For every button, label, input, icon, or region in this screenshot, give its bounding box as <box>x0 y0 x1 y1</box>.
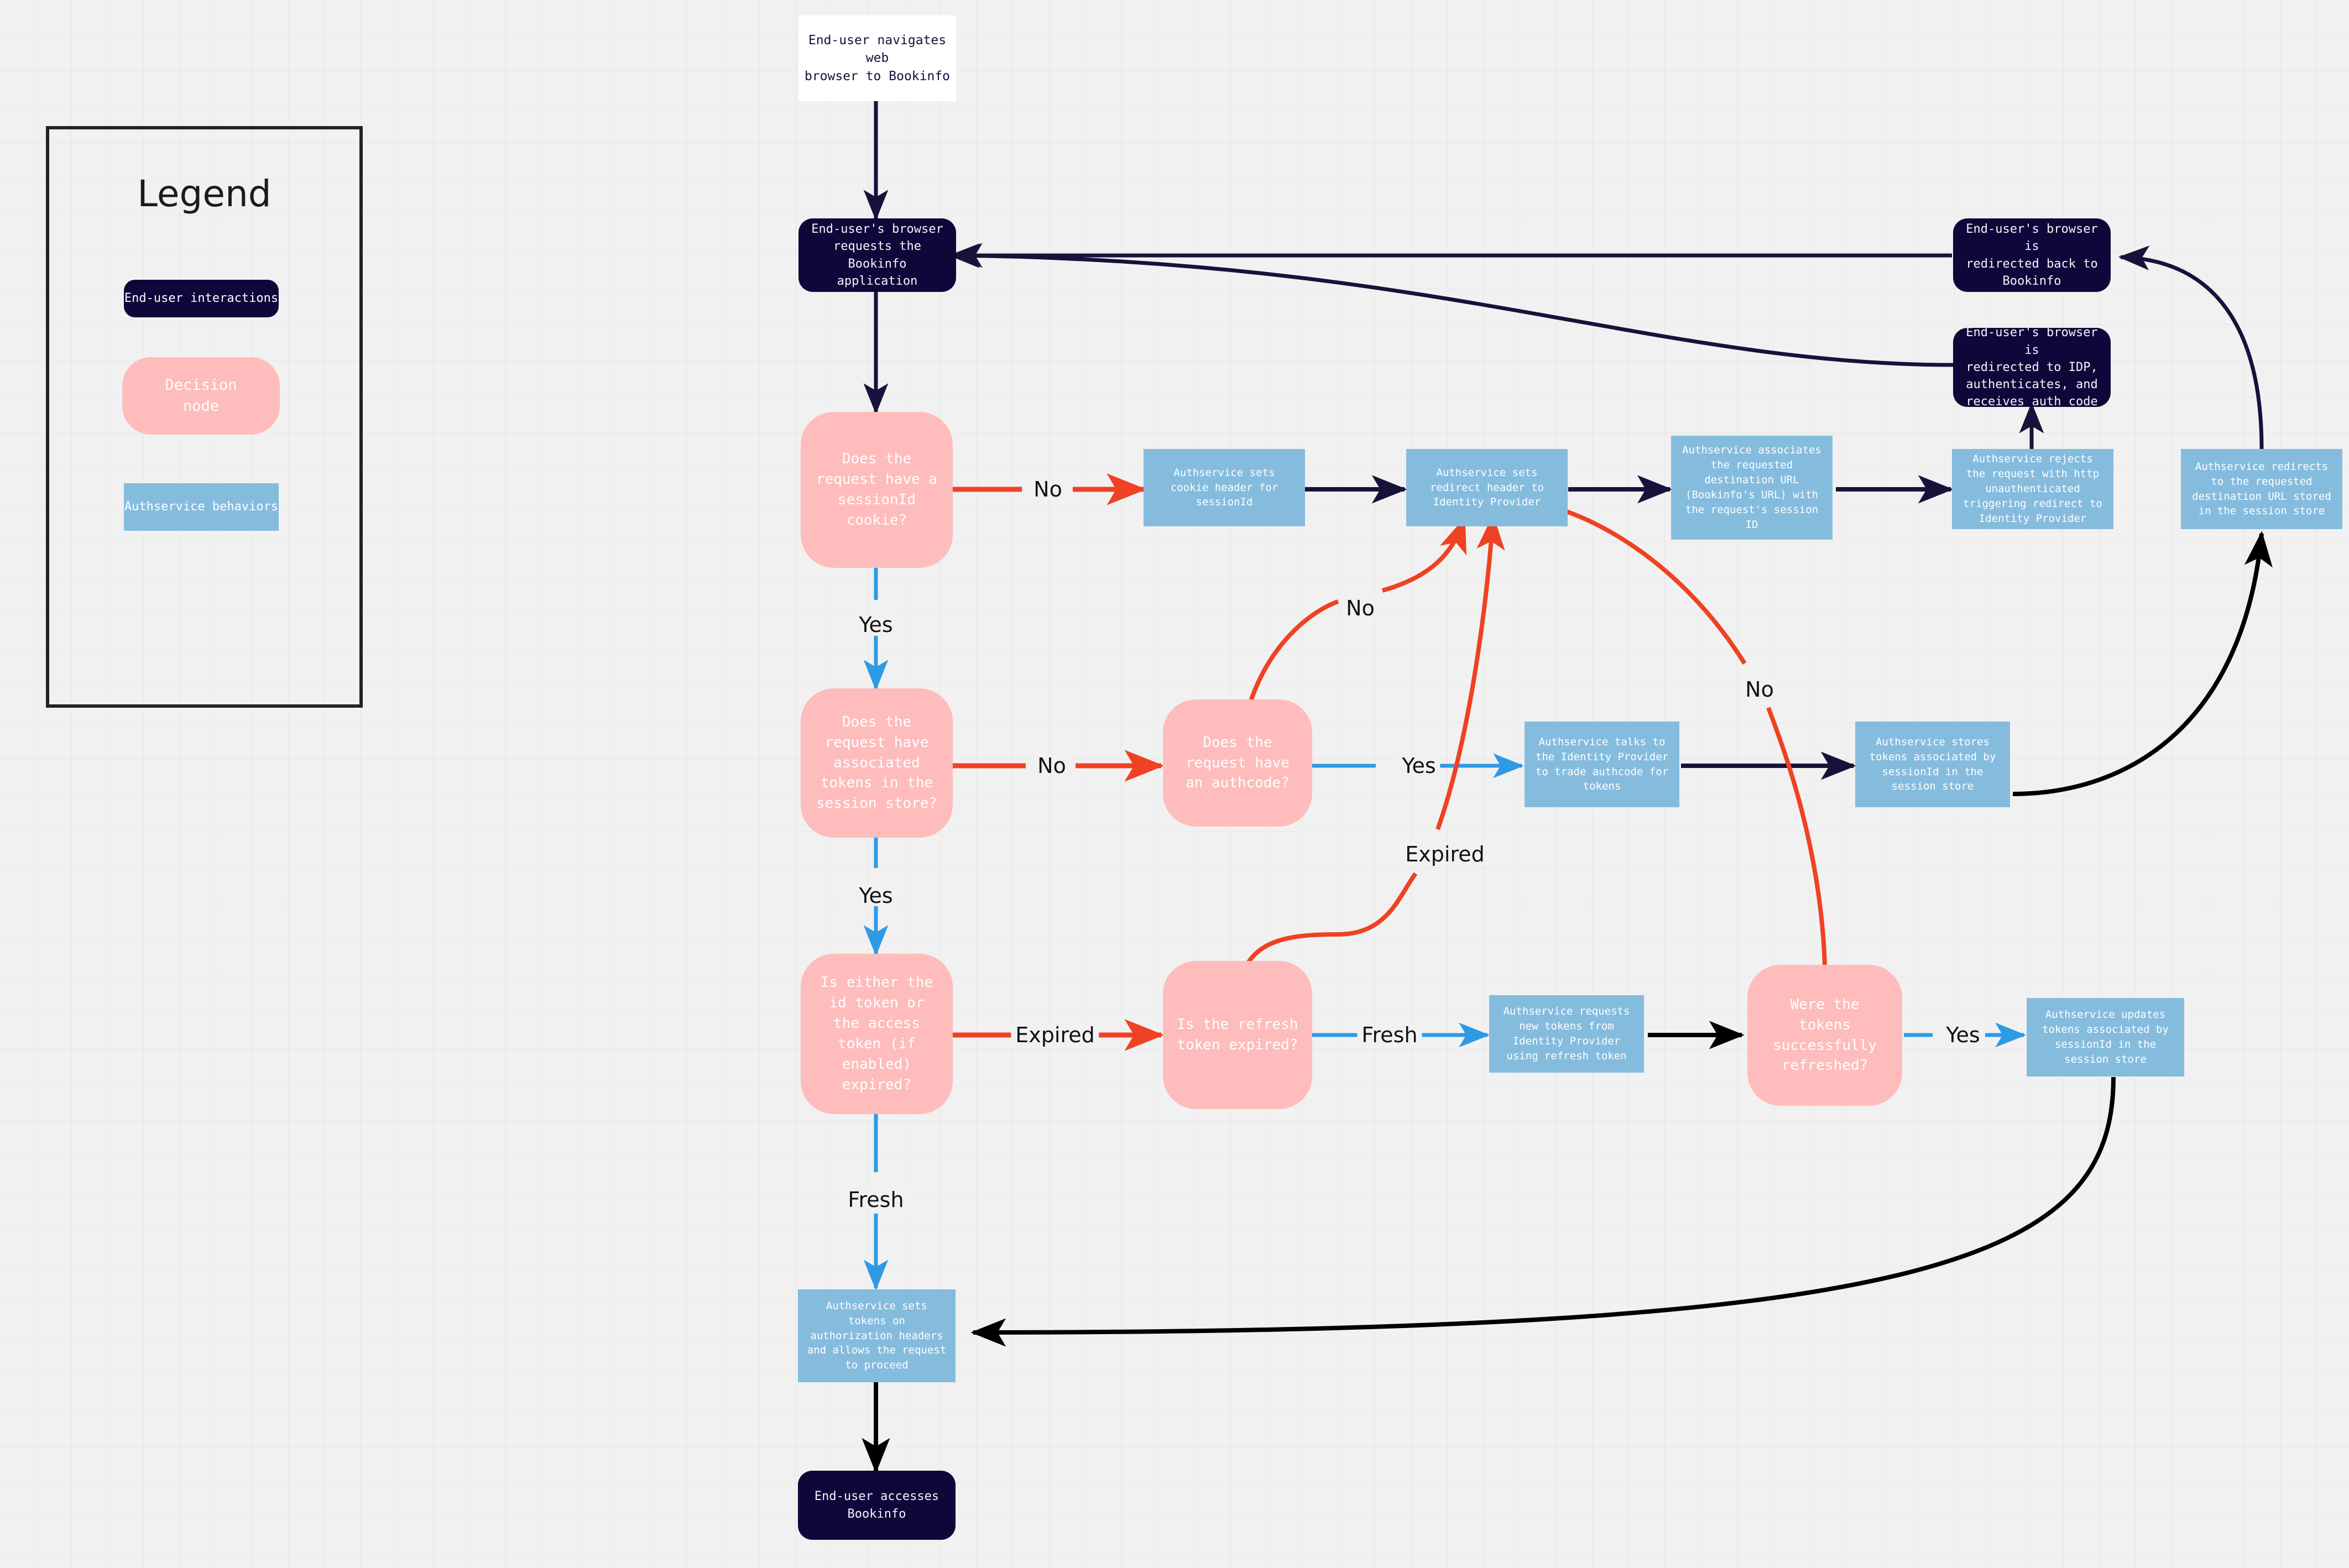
node-browser-redirected-back: End-user's browser is redirected back to… <box>1953 218 2111 292</box>
node-auth-set-authorization-headers: Authservice sets tokens on authorization… <box>798 1289 956 1382</box>
legend-item-authservice-behaviors: Authservice behaviors <box>124 483 279 531</box>
edge-label-cookie-no: No <box>1029 479 1067 500</box>
legend-title: Legend <box>137 173 272 215</box>
node-browser-requests-bookinfo: End-user's browser requests the Bookinfo… <box>798 218 956 292</box>
node-decision-id-or-access-token-expired: Is either the id token or the access tok… <box>801 954 953 1114</box>
edge-redirect-dest-to-browser-back <box>2118 245 2264 450</box>
edge-label-authcode-no: No <box>1341 598 1379 619</box>
edge-label-refreshed-no: No <box>1741 679 1778 700</box>
legend-panel: Legend End-user interactions Decision no… <box>46 126 363 708</box>
node-auth-associate-destination-url: Authservice associates the requested des… <box>1671 436 1833 540</box>
node-end-user-accesses-bookinfo: End-user accesses Bookinfo <box>798 1471 956 1540</box>
legend-item-decision-node: Decision node <box>122 357 280 435</box>
edge-update-tokens-to-set-auth-headers <box>970 1076 2116 1347</box>
edge-browser-idp-to-browser-requests <box>948 243 1954 367</box>
edge-label-refresh-fresh: Fresh <box>1357 1025 1422 1046</box>
node-browser-redirected-to-idp: End-user's browser is redirected to IDP,… <box>1953 326 2111 409</box>
node-auth-set-cookie-header: Authservice sets cookie header for sessi… <box>1144 449 1305 526</box>
edge-store-tokens-to-redirect-dest <box>2012 531 2273 796</box>
node-start-navigates: End-user navigates web browser to Bookin… <box>798 15 956 101</box>
node-auth-redirect-to-destination: Authservice redirects to the requested d… <box>2181 449 2342 529</box>
edge-label-token-expired: Expired <box>1011 1025 1099 1046</box>
node-auth-update-tokens: Authservice updates tokens associated by… <box>2027 998 2184 1076</box>
edge-label-tokens-no: No <box>1033 755 1071 776</box>
node-auth-request-new-tokens: Authservice requests new tokens from Ide… <box>1489 995 1644 1073</box>
edge-label-refreshed-yes: Yes <box>1941 1025 1985 1046</box>
node-decision-tokens-in-session-store: Does the request have associated tokens … <box>801 688 953 838</box>
edge-label-refresh-expired: Expired <box>1401 844 1489 865</box>
edge-label-cookie-yes: Yes <box>854 614 897 635</box>
edge-refreshed-no <box>1766 707 1827 965</box>
node-auth-store-tokens: Authservice stores tokens associated by … <box>1855 722 2010 807</box>
node-decision-has-authcode: Does the request have an authcode? <box>1163 699 1312 827</box>
node-decision-tokens-refreshed: Were the tokens successfully refreshed? <box>1747 965 1902 1106</box>
edge-label-token-fresh: Fresh <box>843 1189 909 1210</box>
edge-label-authcode-yes: Yes <box>1397 755 1440 776</box>
node-auth-set-redirect-header: Authservice sets redirect header to Iden… <box>1406 449 1568 526</box>
node-auth-trade-authcode: Authservice talks to the Identity Provid… <box>1525 722 1679 807</box>
edge-label-tokens-yes: Yes <box>854 885 897 906</box>
node-decision-refresh-token-expired: Is the refresh token expired? <box>1163 961 1312 1109</box>
legend-item-end-user-interactions: End-user interactions <box>124 280 279 317</box>
node-decision-sessionid-cookie: Does the request have a sessionId cookie… <box>801 412 953 568</box>
node-auth-reject-request: Authservice rejects the request with htt… <box>1952 449 2113 529</box>
